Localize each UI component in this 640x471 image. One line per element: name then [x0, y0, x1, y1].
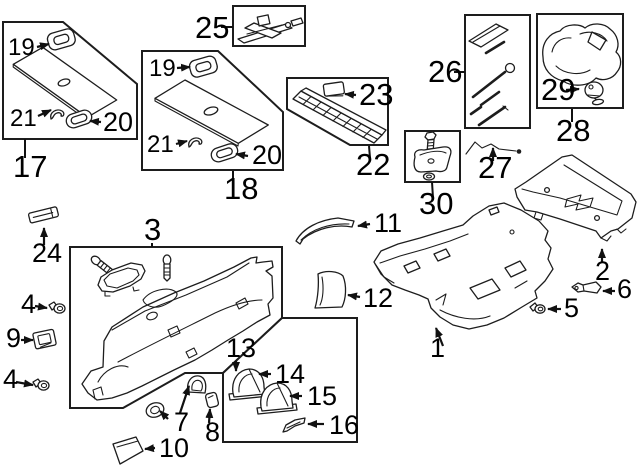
callout-4a[interactable]: 4 — [21, 289, 36, 319]
callout-8[interactable]: 8 — [205, 417, 220, 447]
part-handle-20b — [210, 143, 239, 163]
part-cup-15 — [256, 382, 298, 415]
callout-29[interactable]: 29 — [541, 72, 575, 107]
callout-19-box18[interactable]: 19 — [149, 55, 176, 82]
callout-21-box18[interactable]: 21 — [147, 131, 174, 158]
part-floor-pan-2 — [514, 154, 637, 242]
tick-30 — [431, 181, 434, 199]
leader-29 — [565, 85, 580, 94]
leader-8 — [205, 408, 214, 424]
part-tool-kit-26 — [468, 23, 516, 127]
leader-23 — [344, 90, 357, 99]
part-screw-b — [162, 254, 172, 282]
leader-18-19 — [176, 63, 191, 72]
leader-7-oval — [159, 410, 170, 421]
part-trim-strip-16 — [282, 417, 306, 433]
group-parts — [12, 14, 637, 465]
leader-7-dee — [178, 385, 191, 414]
part-cover-grommet-19a — [46, 28, 76, 51]
callout-23[interactable]: 23 — [359, 77, 393, 112]
callout-1[interactable]: 1 — [430, 333, 445, 363]
callout-24[interactable]: 24 — [32, 238, 62, 268]
part-clip-23 — [322, 81, 345, 97]
part-clip-8 — [204, 391, 220, 409]
callout-13[interactable]: 13 — [226, 333, 256, 363]
part-bracket-30 — [413, 131, 452, 181]
callout-20-box18[interactable]: 20 — [252, 140, 282, 170]
part-clip-9 — [32, 328, 57, 350]
part-handle-20a — [65, 109, 93, 129]
leader-4b — [15, 379, 34, 388]
callout-11[interactable]: 11 — [374, 208, 402, 238]
callout-12[interactable]: 12 — [363, 283, 393, 313]
part-bracket-24 — [27, 206, 59, 224]
part-grommet-7-oval — [145, 402, 165, 418]
callout-28[interactable]: 28 — [556, 113, 590, 148]
leader-17-20 — [89, 117, 102, 126]
callout-26[interactable]: 26 — [428, 54, 462, 89]
leader-18-20 — [235, 151, 249, 160]
part-clip-5 — [529, 302, 546, 314]
callout-5[interactable]: 5 — [564, 293, 579, 323]
callout-4b[interactable]: 4 — [3, 364, 18, 394]
part-quarter-trim-panel-3 — [81, 256, 274, 401]
part-trim-flap-12 — [314, 270, 347, 309]
box-13-16 — [222, 317, 358, 443]
leader-17-19 — [36, 42, 50, 51]
part-jack-25 — [237, 14, 304, 44]
part-floor-carpet-1 — [373, 202, 554, 330]
tick-22 — [368, 145, 371, 159]
callout-21-box17[interactable]: 21 — [10, 105, 37, 132]
part-grommet-7-dee — [186, 375, 207, 394]
part-cargo-cover-18 — [154, 79, 269, 147]
part-tool-tray-28 — [542, 23, 622, 86]
leader-10 — [144, 444, 156, 453]
part-clip-4a — [48, 301, 66, 314]
part-hook-21b — [188, 137, 203, 148]
callout-17[interactable]: 17 — [13, 149, 47, 184]
callout-20-box17[interactable]: 20 — [103, 107, 133, 137]
callout-15[interactable]: 15 — [307, 381, 337, 411]
leader-1 — [434, 327, 445, 347]
part-clip-4b — [32, 378, 50, 391]
callout-22[interactable]: 22 — [356, 147, 390, 182]
part-cup-13-14 — [228, 368, 270, 401]
group-callouts: 19 21 20 17 19 21 20 18 25 23 22 26 29 2… — [3, 10, 632, 463]
part-trim-strip-11 — [295, 217, 355, 245]
callout-9[interactable]: 9 — [6, 323, 21, 353]
callout-10[interactable]: 10 — [159, 433, 189, 463]
callout-27[interactable]: 27 — [478, 150, 512, 185]
callout-18[interactable]: 18 — [224, 171, 258, 206]
callout-25[interactable]: 25 — [195, 10, 229, 45]
part-bracket-6 — [571, 281, 602, 294]
leader-17-21 — [37, 109, 52, 118]
leader-4a — [34, 302, 48, 311]
part-hook-21a — [50, 109, 65, 120]
leader-12 — [347, 292, 361, 301]
leader-18-21 — [175, 139, 188, 148]
callout-2[interactable]: 2 — [595, 256, 610, 286]
group-leaders — [15, 26, 615, 453]
part-sill-plate-22 — [292, 87, 387, 144]
callout-30[interactable]: 30 — [419, 186, 453, 221]
callout-19-box17[interactable]: 19 — [8, 34, 35, 61]
callout-16[interactable]: 16 — [329, 410, 359, 440]
part-pad-10 — [112, 436, 144, 465]
part-jack-handle-27 — [465, 141, 522, 155]
callout-14[interactable]: 14 — [275, 359, 305, 389]
callout-6[interactable]: 6 — [617, 274, 632, 304]
callout-7[interactable]: 7 — [174, 407, 189, 437]
part-pocket-tray — [97, 262, 146, 297]
callout-3[interactable]: 3 — [144, 212, 161, 247]
part-hold-down-29 — [584, 81, 605, 106]
leader-11 — [357, 220, 371, 229]
